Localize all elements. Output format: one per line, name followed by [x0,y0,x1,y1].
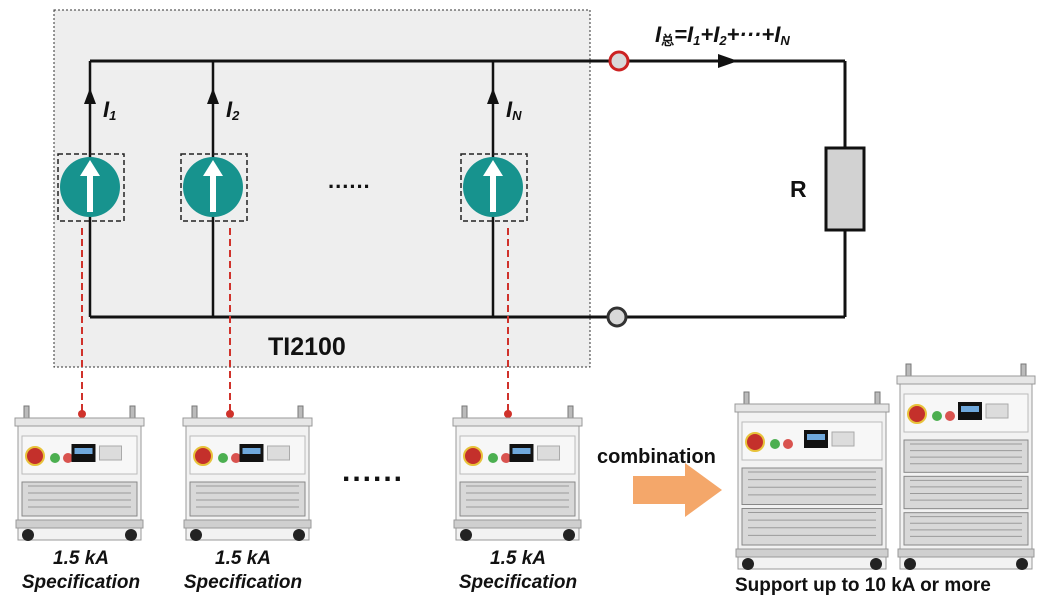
source-frame [460,153,528,222]
combination-caption: Support up to 10 kA or more [735,575,991,596]
probe-dot [504,410,512,418]
units-ellipsis: ...... [342,455,405,488]
terminal-bottom-icon [606,306,628,328]
branch-arrow-icon [487,88,499,104]
branch-label-n: IN [506,97,522,123]
source-frame [180,153,248,222]
unit-caption-3: 1.5 kA Specification [443,547,593,595]
terminal-top-icon [608,50,630,72]
power-supply-cabinet-icon [182,405,313,541]
total-subscript: 总 [661,33,675,48]
resistor-label: R [790,176,807,202]
branch-arrow-icon [207,88,219,104]
cabinets [14,363,1036,570]
total-current-label: I总=I1+I2+···+IN [655,22,790,48]
branch-1 [57,61,125,418]
device-label: TI2100 [268,333,346,361]
unit-caption-1: 1.5 kA Specification [6,547,156,595]
unit-spec-label: Specification [21,572,141,593]
circuit-ellipsis: ...... [328,168,371,193]
source-frame [57,153,125,222]
unit-spec-label: Specification [183,572,303,593]
branch-arrow-icon [84,88,96,104]
unit-rating: 1.5 kA [490,548,546,569]
unit-rating: 1.5 kA [53,548,109,569]
branch-n [460,61,528,418]
power-supply-cabinet-icon [896,363,1036,570]
power-supply-cabinet-icon [14,405,145,541]
power-supply-cabinet-icon [452,405,583,541]
branch-label-2: I2 [226,97,240,123]
unit-rating: 1.5 kA [215,548,271,569]
combination-label: combination [597,446,716,468]
resistor-icon [824,146,866,232]
probe-dot [78,410,86,418]
branch-label-1: I1 [103,97,117,123]
power-supply-cabinet-icon [734,391,890,570]
branch-2 [180,61,248,418]
unit-spec-label: Specification [458,572,578,593]
unit-caption-2: 1.5 kA Specification [168,547,318,595]
total-current-arrow-icon [718,54,738,68]
combination-arrow-icon [633,463,722,517]
probe-dot [226,410,234,418]
